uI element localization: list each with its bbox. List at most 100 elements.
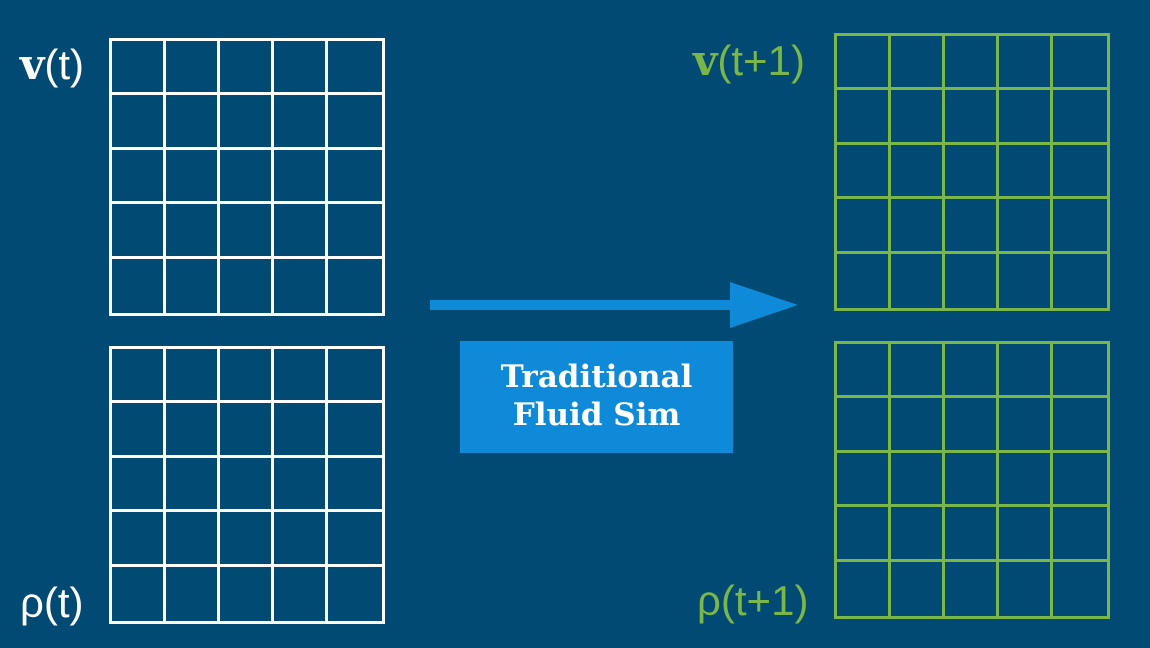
input-density-label: ρ(t) (20, 582, 84, 624)
grid-cell (891, 452, 945, 508)
grid-cell (220, 258, 274, 313)
grid-cell (891, 398, 945, 453)
grid-cell (945, 452, 999, 508)
grid-cell (999, 199, 1053, 254)
grid-cell (1053, 90, 1107, 145)
grid-cell (328, 259, 382, 313)
grid-cell (112, 41, 166, 96)
grid-cell (166, 566, 220, 621)
grid-cell (274, 95, 328, 150)
velocity-symbol: v (693, 36, 718, 85)
grid-cell (220, 41, 274, 96)
grid-cell (220, 149, 274, 205)
grid-cell (166, 41, 220, 96)
grid-cell (891, 36, 945, 91)
grid-cell (1053, 453, 1107, 508)
grid-cell (837, 344, 891, 399)
grid-cell (999, 344, 1053, 399)
grid-cell (166, 512, 220, 567)
grid-cell (328, 150, 382, 205)
grid-cell (166, 204, 220, 259)
grid-cell (945, 144, 999, 200)
grid-cell (220, 95, 274, 150)
grid-cell (999, 507, 1053, 562)
grid-cell (220, 512, 274, 567)
grid-cell (274, 149, 328, 205)
grid-cell (837, 144, 891, 200)
process-box: Traditional Fluid Sim (460, 341, 733, 453)
grid-cell (1053, 398, 1107, 453)
time-index: (t+1) (717, 37, 805, 84)
grid-cell (166, 95, 220, 150)
grid-cell (274, 41, 328, 96)
grid-cell (112, 258, 166, 313)
grid-cell (891, 344, 945, 399)
time-index: (t) (43, 579, 84, 626)
grid-cell (999, 561, 1053, 616)
grid-cell (328, 512, 382, 567)
grid-cell (274, 403, 328, 458)
grid-cell (274, 512, 328, 567)
grid-cell (837, 36, 891, 91)
input-velocity-grid (109, 38, 385, 316)
output-density-label: ρ(t+1) (697, 580, 808, 622)
grid-cell (328, 95, 382, 150)
grid-cell (166, 149, 220, 205)
grid-cell (112, 149, 166, 205)
grid-cell (999, 253, 1053, 308)
process-title-line2: Fluid Sim (512, 397, 681, 433)
grid-cell (837, 398, 891, 453)
grid-cell (112, 95, 166, 150)
grid-cell (999, 398, 1053, 453)
grid-cell (220, 204, 274, 259)
grid-cell (891, 90, 945, 145)
grid-cell (220, 566, 274, 621)
grid-cell (891, 253, 945, 308)
grid-cell (274, 258, 328, 313)
grid-cell (945, 253, 999, 308)
grid-cell (837, 507, 891, 562)
grid-cell (220, 349, 274, 404)
grid-cell (837, 90, 891, 145)
grid-cell (999, 36, 1053, 91)
grid-cell (220, 457, 274, 513)
grid-cell (112, 566, 166, 621)
grid-cell (328, 349, 382, 404)
time-index: (t) (44, 41, 85, 88)
grid-cell (891, 507, 945, 562)
grid-cell (166, 457, 220, 513)
grid-cell (1053, 36, 1107, 91)
grid-cell (166, 349, 220, 404)
grid-cell (274, 457, 328, 513)
grid-cell (328, 41, 382, 96)
grid-cell (274, 349, 328, 404)
input-velocity-label: v(t) (20, 44, 84, 86)
grid-cell (837, 253, 891, 308)
grid-cell (837, 199, 891, 254)
grid-cell (999, 144, 1053, 200)
process-title-line1: Traditional (500, 359, 693, 396)
density-symbol: ρ (697, 577, 721, 624)
density-symbol: ρ (20, 579, 44, 626)
grid-cell (274, 204, 328, 259)
grid-cell (1053, 507, 1107, 562)
grid-cell (112, 457, 166, 513)
grid-cell (837, 561, 891, 616)
grid-cell (945, 561, 999, 616)
grid-cell (328, 458, 382, 513)
grid-cell (166, 403, 220, 458)
grid-cell (945, 398, 999, 453)
grid-cell (112, 349, 166, 404)
grid-cell (891, 144, 945, 200)
input-density-grid (109, 346, 385, 624)
grid-cell (945, 36, 999, 91)
output-density-grid (834, 341, 1110, 619)
grid-cell (328, 204, 382, 259)
grid-cell (1053, 199, 1107, 254)
grid-cell (220, 403, 274, 458)
grid-cell (274, 566, 328, 621)
grid-cell (1053, 145, 1107, 200)
grid-cell (891, 561, 945, 616)
grid-cell (328, 403, 382, 458)
grid-cell (945, 344, 999, 399)
